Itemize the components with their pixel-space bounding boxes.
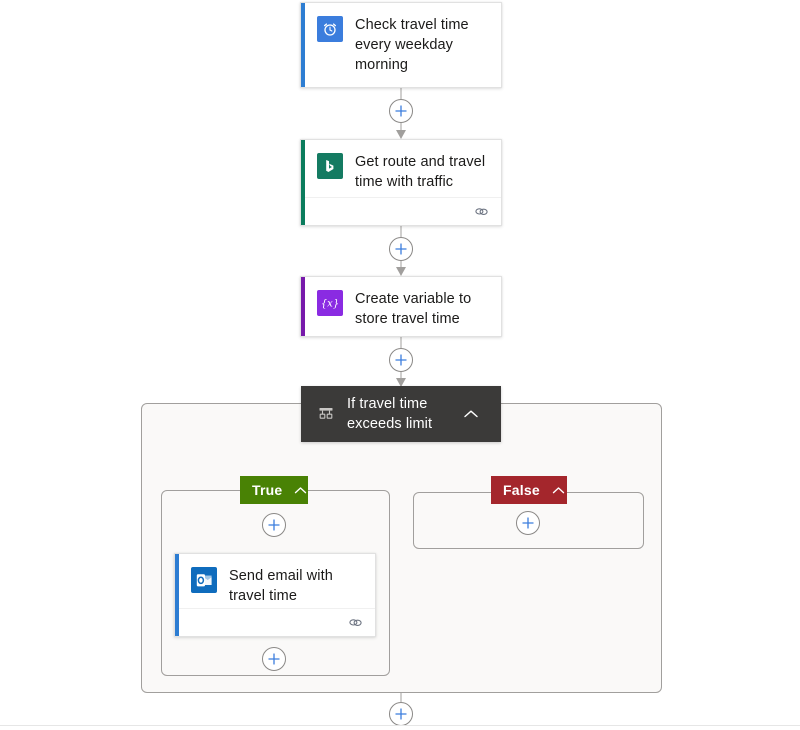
card-body: Get route and travel time with traffic xyxy=(301,140,501,204)
trigger-card-recurrence[interactable]: Check travel time every weekday morning xyxy=(300,2,502,88)
add-step-button-1[interactable] xyxy=(389,99,413,123)
branch-label-text: False xyxy=(503,482,540,498)
add-step-button-3[interactable] xyxy=(389,348,413,372)
svg-text:{x}: {x} xyxy=(321,299,339,310)
branch-label-false[interactable]: False xyxy=(491,476,567,504)
alarm-clock-icon xyxy=(317,16,343,42)
card-title: Get route and travel time with traffic xyxy=(355,154,486,190)
add-step-button-2[interactable] xyxy=(389,237,413,261)
next-card-top-edge xyxy=(0,725,800,726)
connection-link-icon[interactable] xyxy=(348,617,363,628)
connection-link-icon[interactable] xyxy=(474,206,489,217)
card-footer xyxy=(179,608,375,636)
card-body: Send email with travel time xyxy=(175,554,375,618)
branch-label-true[interactable]: True xyxy=(240,476,308,504)
card-accent-bar xyxy=(301,140,305,225)
chevron-up-icon[interactable] xyxy=(463,409,479,419)
card-title: Send email with travel time xyxy=(229,568,333,604)
add-step-button-4[interactable] xyxy=(389,702,413,726)
card-body: Check travel time every weekday morning xyxy=(301,3,501,87)
add-step-button-true-1[interactable] xyxy=(262,513,286,537)
bing-maps-icon xyxy=(317,153,343,179)
condition-title: If travel time exceeds limit xyxy=(347,396,433,432)
add-step-button-true-2[interactable] xyxy=(262,647,286,671)
condition-branch-icon xyxy=(315,403,337,425)
card-accent-bar xyxy=(301,3,305,87)
card-accent-bar xyxy=(175,554,179,636)
add-step-button-false-1[interactable] xyxy=(516,511,540,535)
card-title: Check travel time every weekday morning xyxy=(355,17,469,73)
card-accent-bar xyxy=(301,277,305,336)
card-title: Create variable to store travel time xyxy=(355,291,472,327)
variable-braces-icon: {x} xyxy=(317,290,343,316)
card-body: {x} Create variable to store travel time xyxy=(301,277,501,341)
chevron-up-icon[interactable] xyxy=(552,486,565,495)
action-card-initialize-variable[interactable]: {x} Create variable to store travel time xyxy=(300,276,502,337)
action-card-bing-maps[interactable]: Get route and travel time with traffic xyxy=(300,139,502,226)
outlook-icon xyxy=(191,567,217,593)
branch-label-text: True xyxy=(252,482,283,498)
card-footer xyxy=(305,197,501,225)
condition-header[interactable]: If travel time exceeds limit xyxy=(301,386,501,442)
chevron-up-icon[interactable] xyxy=(294,486,307,495)
action-card-send-email[interactable]: Send email with travel time xyxy=(174,553,376,637)
